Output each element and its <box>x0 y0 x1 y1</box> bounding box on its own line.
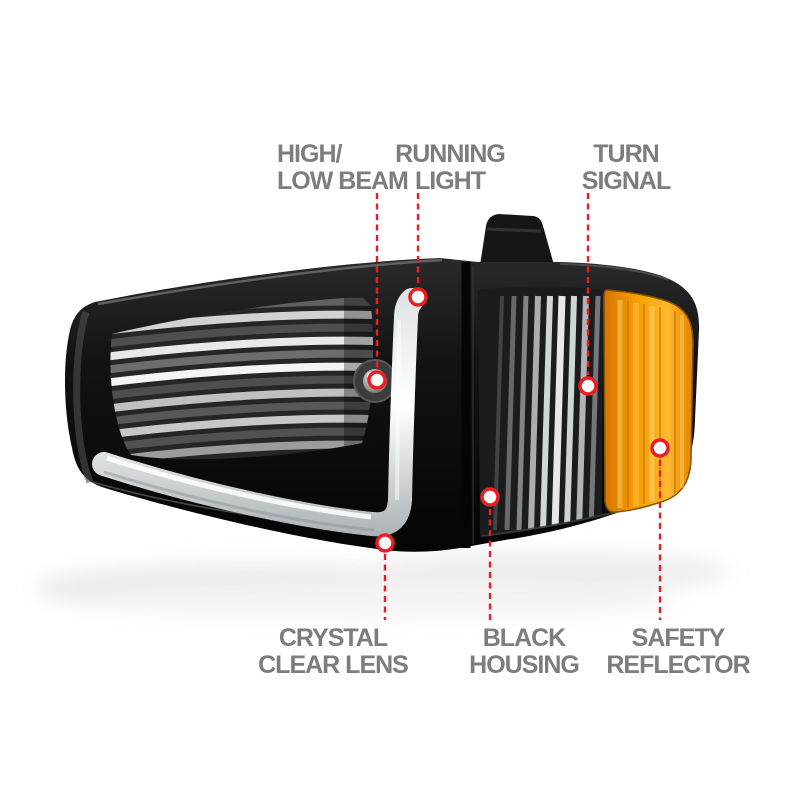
callout-markers <box>367 287 670 553</box>
floor-reflection <box>35 552 730 620</box>
marker-turn-signal <box>578 376 598 396</box>
callout-label-line: LIGHT <box>414 166 486 195</box>
callout-label-line: SAFETY <box>631 624 726 652</box>
marker-crystal-clear-lens <box>375 533 395 553</box>
callout-label-line: RUNNING <box>395 140 506 168</box>
light-bar <box>92 288 424 537</box>
callout-high-low-beam: HIGH/ LOW BEAM <box>277 140 409 195</box>
amber-reflector <box>603 289 694 513</box>
callout-label-line: HIGH/ <box>277 140 342 168</box>
callout-label-line: TURN <box>593 140 659 168</box>
callout-label-line: BLACK <box>482 624 566 652</box>
callout-label-line: REFLECTOR <box>606 650 750 679</box>
callout-turn-signal: TURN SIGNAL <box>581 140 671 195</box>
callout-label-line: CRYSTAL <box>278 624 388 652</box>
callout-running-light: RUNNING LIGHT <box>395 140 506 195</box>
marker-high-low-beam <box>367 370 387 390</box>
callout-label-line: SIGNAL <box>581 166 671 195</box>
callout-label-line: HOUSING <box>469 650 580 679</box>
marker-running-light <box>408 287 428 307</box>
callout-safety-reflector: SAFETY REFLECTOR <box>606 624 750 679</box>
callout-label-line: CLEAR LENS <box>258 650 409 679</box>
marker-black-housing <box>480 487 500 507</box>
callout-lines <box>375 193 662 620</box>
callout-black-housing: BLACK HOUSING <box>469 624 580 679</box>
callout-crystal-clear-lens: CRYSTAL CLEAR LENS <box>258 624 409 679</box>
callout-label-line: LOW BEAM <box>277 166 409 195</box>
marker-safety-reflector <box>650 438 670 458</box>
